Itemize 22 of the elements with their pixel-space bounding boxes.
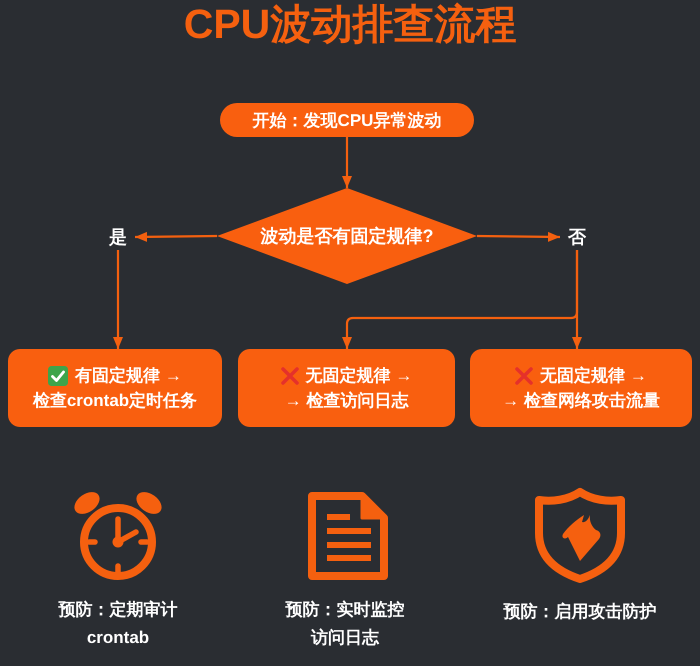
process-box	[238, 349, 455, 427]
title: CPU波动排查流程	[184, 0, 516, 48]
arrow	[476, 232, 560, 242]
step-text: 无固定规律 →	[306, 365, 412, 387]
caption: 预防：定期审计 crontab	[57, 599, 178, 649]
caption: 预防：启用攻击防护	[504, 601, 656, 623]
decision-diamond: 波动是否有固定规律?	[217, 188, 477, 284]
step-text: → 检查网络攻击流量	[502, 390, 660, 412]
process-box	[8, 349, 222, 427]
step-text: 检查crontab定时任务	[32, 390, 198, 412]
arrow	[113, 250, 123, 349]
arrow	[342, 137, 352, 188]
step-text: 有固定规律 →	[75, 365, 182, 387]
start-box: 开始：发现CPU异常波动	[220, 103, 474, 137]
step-text: → 检查访问日志	[284, 390, 408, 412]
process-box	[470, 349, 692, 427]
arrow	[572, 250, 582, 349]
step-text: 无固定规律 →	[540, 365, 647, 387]
branch-label: 是	[101, 224, 135, 250]
branch-label: 否	[560, 224, 594, 250]
arrow	[134, 232, 218, 242]
caption: 预防：实时监控访问日志	[284, 599, 406, 649]
